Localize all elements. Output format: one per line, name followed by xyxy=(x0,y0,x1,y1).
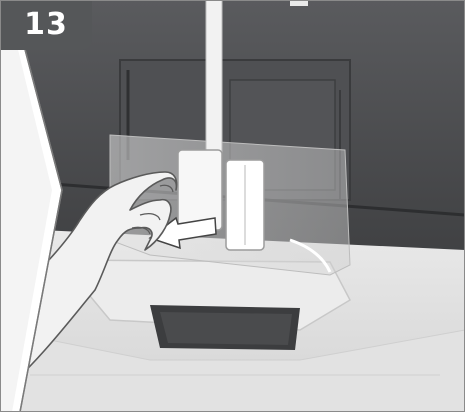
step-number-badge: 13 xyxy=(0,0,92,50)
